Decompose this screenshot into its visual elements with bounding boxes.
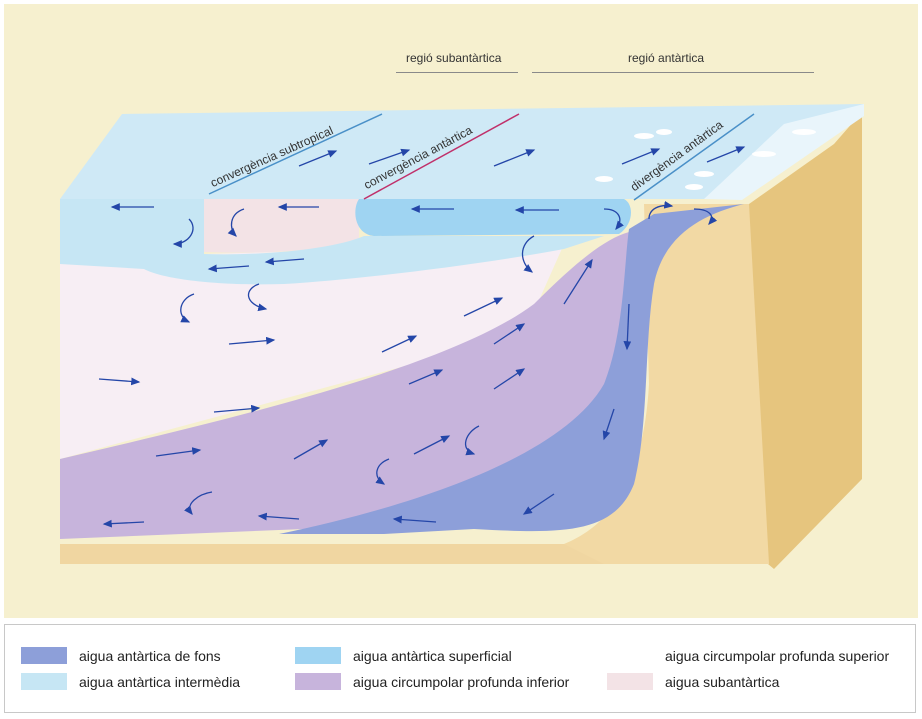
antarctic-divergence-line: [633, 113, 755, 201]
legend-label: aigua circumpolar profunda inferior: [353, 673, 570, 690]
flow-arrow: [293, 439, 329, 460]
legend-swatch: [295, 673, 341, 690]
flow-arrow: [213, 404, 261, 413]
ocean-block-diagram: [60, 104, 864, 569]
eddy-arrow: [464, 425, 480, 456]
continental-slope: [564, 204, 769, 564]
flow-arrow: [493, 368, 526, 390]
legend-item-intermediate-water: aigua antàrtica intermèdia: [21, 673, 240, 690]
legend-label: aigua circumpolar profunda superior: [665, 647, 890, 664]
eddy-arrow: [693, 208, 718, 225]
ice-floe: [694, 171, 714, 177]
legend-swatch: [607, 647, 653, 664]
flow-arrow: [408, 369, 444, 385]
ocean-circulation-figure: regió subantàrtica regió antàrtica conve…: [4, 4, 918, 618]
region-line-subantarctic: [396, 72, 518, 73]
flow-arrow: [522, 493, 555, 515]
legend-item-lower-deep-water: aigua circumpolar profunda inferior: [295, 673, 569, 690]
ice-shelf: [704, 104, 864, 200]
subtropical-front-line: [208, 113, 383, 195]
flow-arrow: [413, 435, 451, 455]
legend-label: aigua antàrtica intermèdia: [79, 673, 241, 690]
flow-arrow: [493, 323, 526, 345]
eddy-arrow: [521, 235, 535, 273]
legend-swatch: [295, 647, 341, 664]
legend-swatch: [607, 673, 653, 690]
surface-arrow: [493, 149, 536, 167]
flow-arrow: [602, 408, 615, 441]
ice-floe: [685, 184, 703, 190]
region-label-antarctic: regió antàrtica: [628, 51, 705, 65]
flow-arrow: [264, 257, 305, 266]
flow-arrow: [102, 519, 145, 528]
eddy-arrow: [247, 283, 268, 312]
eddy-arrow: [603, 208, 624, 231]
continent-side-face: [744, 112, 862, 569]
legend-label: aigua antàrtica superficial: [353, 647, 512, 664]
ice-floe: [792, 129, 816, 135]
region-line-antarctic: [532, 72, 814, 73]
legend-swatch: [21, 647, 67, 664]
eddy-arrow: [172, 218, 194, 248]
intermediate-water-area: [60, 199, 604, 285]
ice-floe: [752, 151, 776, 157]
surface-arrow: [621, 148, 661, 165]
ice-floe: [634, 133, 654, 139]
surface-arrow: [368, 148, 411, 165]
surface-arrow: [706, 146, 746, 163]
flow-arrow: [392, 515, 437, 524]
eddy-arrow: [648, 200, 674, 220]
sea-surface: [60, 104, 864, 199]
eddy-arrow: [184, 491, 213, 516]
eddy-arrow: [227, 208, 245, 237]
bottom-water-area: [279, 204, 744, 534]
flow-arrow: [463, 297, 504, 317]
legend: aigua antàrtica de fons aigua antàrtica …: [4, 624, 916, 713]
legend-item-bottom-water: aigua antàrtica de fons: [21, 647, 221, 664]
subantarctic-water-area: [204, 199, 359, 253]
legend-label: aigua antàrtica de fons: [79, 647, 221, 664]
flow-arrow: [623, 303, 632, 351]
flow-arrow: [381, 335, 418, 353]
legend-item-surface-water: aigua antàrtica superficial: [295, 647, 512, 664]
eddy-arrow: [180, 293, 195, 323]
legend-label: aigua subantàrtica: [665, 673, 780, 690]
eddy-arrow: [375, 458, 390, 485]
antarctic-convergence-line: [363, 113, 520, 200]
flow-arrow: [98, 377, 141, 386]
flow-arrow: [257, 512, 300, 521]
flow-arrow: [155, 447, 202, 457]
ice-floe: [656, 129, 672, 135]
ice-floe: [595, 176, 613, 182]
legend-item-upper-deep-water: aigua circumpolar profunda superior: [607, 647, 889, 664]
legend-swatch: [21, 673, 67, 690]
surface-water-area: [355, 199, 631, 236]
lower-deep-water-area: [60, 232, 629, 539]
surface-arrow: [298, 150, 338, 167]
legend-item-subantarctic-water: aigua subantàrtica: [607, 673, 779, 690]
flow-arrow: [207, 264, 250, 273]
flow-arrow: [563, 258, 593, 305]
region-label-subantarctic: regió subantàrtica: [406, 51, 502, 65]
flow-arrow: [228, 336, 276, 345]
